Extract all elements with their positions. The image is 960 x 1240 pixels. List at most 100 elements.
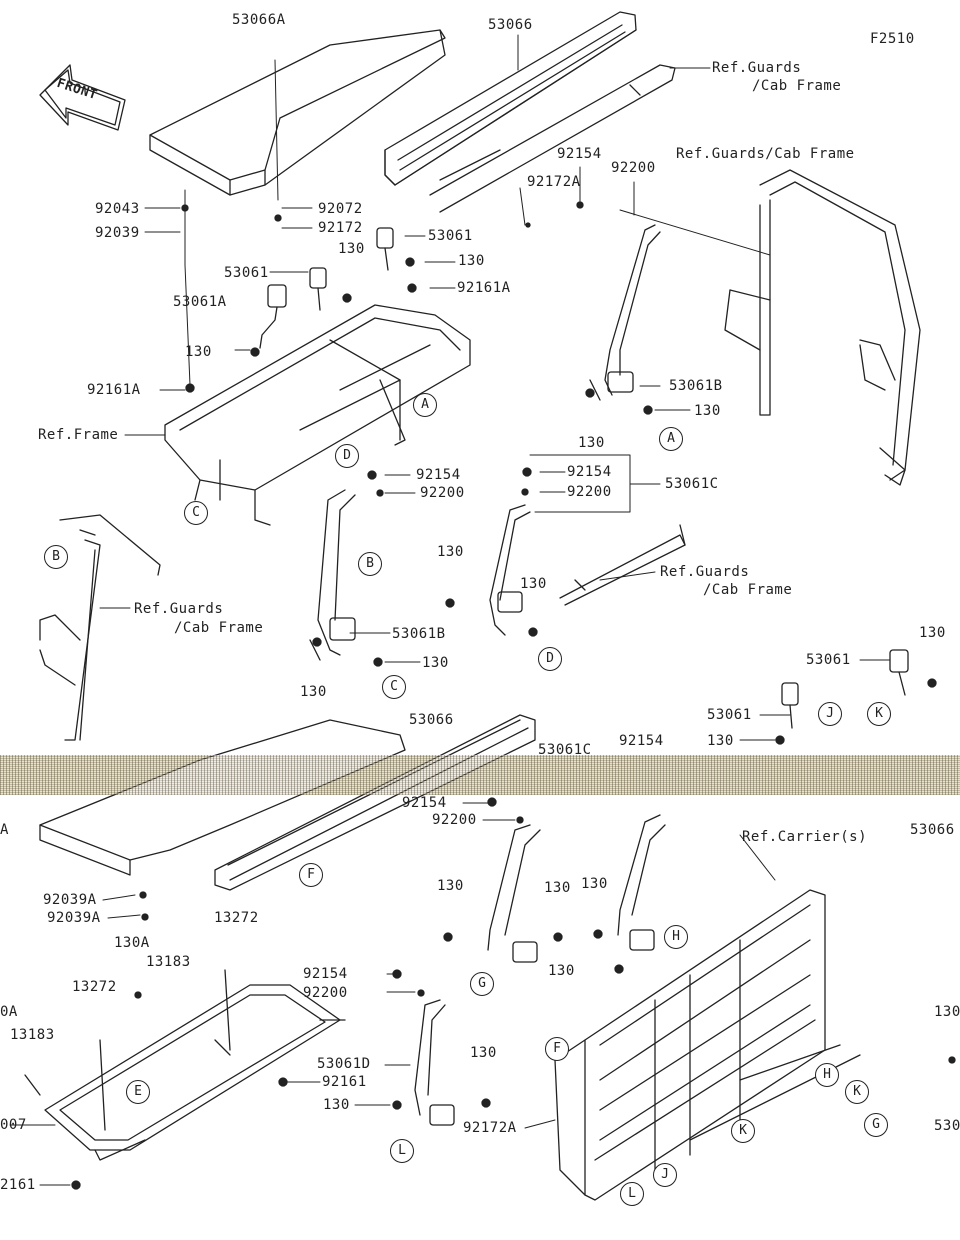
label-53061-d: 53061 <box>707 707 752 723</box>
buckle-53061-a <box>309 227 394 311</box>
label-130-g: 130 <box>520 576 547 592</box>
label-53061-b: 53061 <box>224 265 269 281</box>
callout-C-1: C <box>184 501 208 525</box>
label-130A: 130A <box>114 935 150 951</box>
callout-H-1: H <box>664 925 688 949</box>
label-A-left: A <box>0 822 9 838</box>
seat-belt-bottom-1 <box>487 824 541 963</box>
label-13183-b: 13183 <box>10 1027 55 1043</box>
label-53066-right: 53066 <box>910 822 955 838</box>
callout-D-1: D <box>335 444 359 468</box>
label-130-f: 130 <box>437 544 464 560</box>
label-92039: 92039 <box>95 225 140 241</box>
label-ref-guards-cab-frame: Ref.Guards/Cab Frame <box>676 146 855 162</box>
label-92161: 92161 <box>322 1074 367 1090</box>
backrest-53066-top <box>384 11 637 186</box>
label-cab-frame: /Cab Frame <box>752 78 842 94</box>
label-130-right: 130 <box>934 1004 960 1020</box>
label-92200-e: 92200 <box>303 985 348 1001</box>
cab-frame-guard-left <box>39 514 161 741</box>
label-92039A-a: 92039A <box>43 892 97 908</box>
label-92161A-a: 92161A <box>457 280 511 296</box>
label-130-k: 130 <box>707 733 734 749</box>
label-53061-c: 53061 <box>806 652 851 668</box>
label-130-q: 130 <box>323 1097 350 1113</box>
label-92200-b: 92200 <box>420 485 465 501</box>
label-ref-guards-3: Ref.Guards <box>134 601 224 617</box>
label-0A: 0A <box>0 1004 18 1020</box>
label-92154-d: 92154 <box>619 733 664 749</box>
callout-A-1: A <box>413 393 437 417</box>
callout-L-2: L <box>620 1182 644 1206</box>
seat-belt-53061B-right <box>589 224 661 401</box>
label-130-d: 130 <box>694 403 721 419</box>
callout-E: E <box>126 1080 150 1104</box>
label-13183-a: 13183 <box>146 954 191 970</box>
callout-B-2: B <box>358 552 382 576</box>
label-130-n: 130 <box>581 876 608 892</box>
callout-K-1: K <box>867 702 891 726</box>
seat-cushion-bottom <box>39 719 406 876</box>
callout-J-2: J <box>653 1163 677 1187</box>
seat-belt-53061A <box>259 284 287 349</box>
seat-belt-53061B-left <box>309 489 356 661</box>
label-92154-e: 92154 <box>402 795 447 811</box>
leader-lines <box>9 34 891 1186</box>
label-92172A-b: 92172A <box>463 1120 517 1136</box>
label-13272-b: 13272 <box>72 979 117 995</box>
label-53061B-a: 53061B <box>669 378 723 394</box>
callout-H-2: H <box>815 1063 839 1087</box>
label-130-j: 130 <box>919 625 946 641</box>
label-92043: 92043 <box>95 201 140 217</box>
label-130-p: 130 <box>470 1045 497 1061</box>
seat-belt-53061D <box>414 999 455 1126</box>
figure-id: F2510 <box>870 31 915 47</box>
label-530-right: 530 <box>934 1118 960 1134</box>
label-2161: 2161 <box>0 1177 36 1193</box>
label-130-m: 130 <box>544 880 571 896</box>
label-130-b: 130 <box>458 253 485 269</box>
label-92161A-b: 92161A <box>87 382 141 398</box>
callout-F-1: F <box>299 863 323 887</box>
label-ref-guards-2: Ref.Guards <box>660 564 750 580</box>
label-13272-a: 13272 <box>214 910 259 926</box>
seat-cushion-53066A <box>149 29 446 196</box>
label-130-l: 130 <box>437 878 464 894</box>
callout-K-2: K <box>845 1080 869 1104</box>
label-130-o: 130 <box>548 963 575 979</box>
front-arrow-icon <box>39 64 126 131</box>
label-cab-frame-2: /Cab Frame <box>703 582 793 598</box>
label-92072: 92072 <box>318 201 363 217</box>
label-53061B-b: 53061B <box>392 626 446 642</box>
roll-cage-top-right <box>724 169 921 486</box>
label-ref-guards: Ref.Guards <box>712 60 802 76</box>
label-92039A-b: 92039A <box>47 910 101 926</box>
label-53066A: 53066A <box>232 12 286 28</box>
label-92154-b: 92154 <box>416 467 461 483</box>
cab-frame-bar-mid <box>559 524 686 606</box>
buckle-53061-b <box>781 649 909 729</box>
label-ref-carriers: Ref.Carrier(s) <box>742 829 868 845</box>
seat-belt-bottom-2 <box>617 814 666 951</box>
callout-B-1: B <box>44 545 68 569</box>
carrier-frame-bottom-left <box>24 969 346 1161</box>
label-53061A: 53061A <box>173 294 227 310</box>
scan-noise-band <box>0 755 960 795</box>
label-53061-a: 53061 <box>428 228 473 244</box>
callout-G-1: G <box>470 972 494 996</box>
label-130-h: 130 <box>422 655 449 671</box>
callout-K-3: K <box>731 1119 755 1143</box>
label-92200-a: 92200 <box>611 160 656 176</box>
hardware-bolts <box>71 201 956 1190</box>
callout-C-2: C <box>382 675 406 699</box>
label-92154-a: 92154 <box>557 146 602 162</box>
label-92200-d: 92200 <box>432 812 477 828</box>
seat-belt-53061C <box>489 504 531 636</box>
label-53066-mid: 53066 <box>409 712 454 728</box>
callout-G-2: G <box>864 1113 888 1137</box>
label-007: 007 <box>0 1117 27 1133</box>
label-92172A-a: 92172A <box>527 174 581 190</box>
label-130-a: 130 <box>338 241 365 257</box>
callout-F-2: F <box>545 1037 569 1061</box>
label-130-c: 130 <box>185 344 212 360</box>
